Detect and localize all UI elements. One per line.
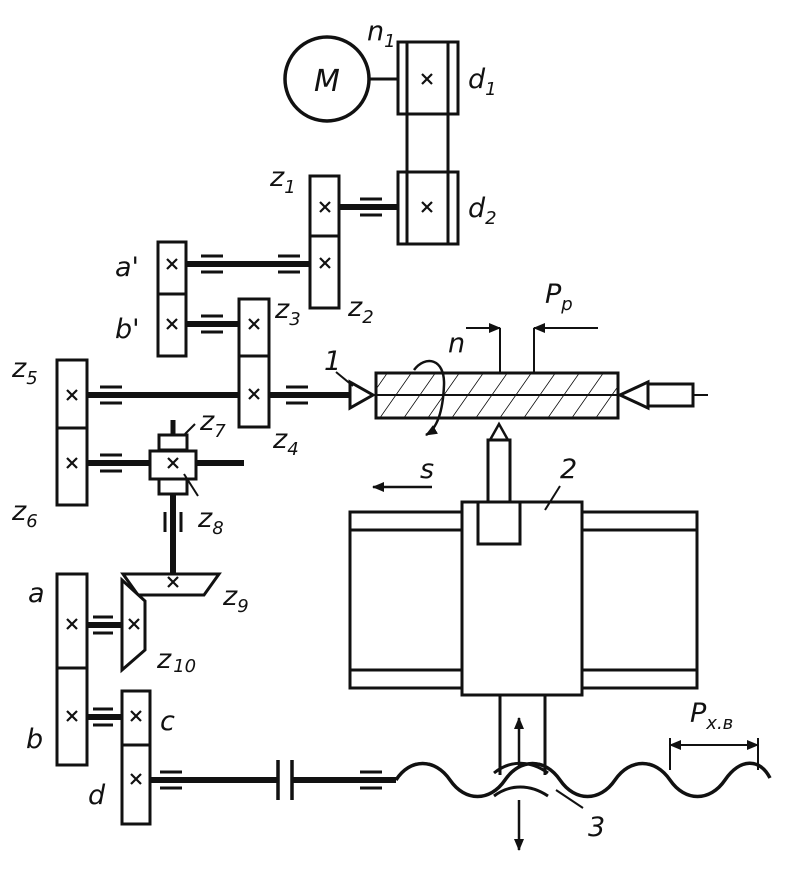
label-part-1: 1 bbox=[324, 346, 341, 377]
label-d2: d2 bbox=[468, 193, 497, 229]
workpiece-1 bbox=[332, 371, 708, 420]
coupling bbox=[276, 760, 294, 800]
label-s: s bbox=[420, 454, 434, 485]
lead-screw-3 bbox=[394, 761, 772, 809]
label-part-2: 2 bbox=[560, 454, 577, 485]
gear-z8 bbox=[148, 449, 198, 481]
gear-c bbox=[120, 689, 152, 747]
label-b: b bbox=[26, 724, 43, 755]
rotation-n-arrow bbox=[412, 359, 446, 437]
svg-text:n1: n1 bbox=[367, 16, 396, 52]
carriage-2 bbox=[348, 500, 699, 697]
gear-b bbox=[55, 666, 89, 767]
gear-centre-marks bbox=[66, 201, 331, 785]
gear-z6 bbox=[55, 426, 89, 507]
gear-z4 bbox=[237, 354, 271, 429]
svg-text:Pp: Pp bbox=[545, 279, 573, 315]
label-z1: z1 bbox=[269, 162, 296, 198]
gear-z3 bbox=[237, 297, 271, 358]
label-b-prime: b' bbox=[115, 314, 140, 345]
svg-text:d2: d2 bbox=[468, 193, 497, 229]
gear-z5 bbox=[55, 358, 89, 430]
label-z9: z9 bbox=[222, 581, 249, 617]
gear-z8-bottom bbox=[157, 477, 189, 496]
bearings bbox=[93, 197, 382, 790]
belt-drive bbox=[396, 40, 460, 246]
gears bbox=[55, 174, 341, 826]
lead-screw-nut bbox=[498, 695, 547, 851]
label-z4: z4 bbox=[272, 424, 299, 460]
svg-text:z10: z10 bbox=[156, 644, 196, 677]
label-z6: z6 bbox=[11, 496, 38, 532]
gear-a bbox=[55, 572, 89, 670]
label-z3: z3 bbox=[274, 294, 301, 330]
motor-label: M bbox=[314, 64, 340, 99]
pitch-pxv-dimension bbox=[669, 738, 759, 770]
svg-text:z8: z8 bbox=[197, 503, 224, 539]
svg-text:z2: z2 bbox=[347, 292, 374, 328]
svg-text:z3: z3 bbox=[274, 294, 301, 330]
svg-text:z5: z5 bbox=[11, 353, 38, 389]
label-part-3: 3 bbox=[588, 812, 605, 843]
label-d1: d1 bbox=[468, 64, 497, 100]
label-a: a bbox=[28, 578, 45, 609]
label-pp: Pp bbox=[545, 279, 573, 315]
svg-text:z7: z7 bbox=[199, 406, 226, 442]
label-z8: z8 bbox=[197, 503, 224, 539]
gear-z7 bbox=[157, 433, 189, 452]
motor: M bbox=[283, 35, 398, 123]
svg-text:z9: z9 bbox=[222, 581, 249, 617]
label-z7: z7 bbox=[199, 406, 226, 442]
leader-lines bbox=[183, 371, 561, 511]
label-pxv: Px.в bbox=[690, 698, 733, 734]
gear-d bbox=[120, 743, 152, 826]
svg-text:Px.в: Px.в bbox=[690, 698, 733, 734]
svg-text:z4: z4 bbox=[272, 424, 299, 460]
gear-a-prime bbox=[156, 240, 188, 296]
svg-text:z6: z6 bbox=[11, 496, 38, 532]
label-c: c bbox=[160, 706, 175, 737]
svg-text:z1: z1 bbox=[269, 162, 296, 198]
svg-text:d1: d1 bbox=[468, 64, 497, 100]
label-z5: z5 bbox=[11, 353, 38, 389]
gear-z2 bbox=[308, 234, 341, 310]
label-z2: z2 bbox=[347, 292, 374, 328]
shafts bbox=[87, 204, 398, 783]
cutting-tool bbox=[486, 421, 512, 504]
label-n: n bbox=[448, 328, 465, 359]
label-a-prime: a' bbox=[115, 252, 139, 283]
pitch-pp-dimension bbox=[466, 323, 598, 372]
label-d: d bbox=[88, 780, 106, 811]
label-n1: n1 bbox=[367, 16, 396, 52]
